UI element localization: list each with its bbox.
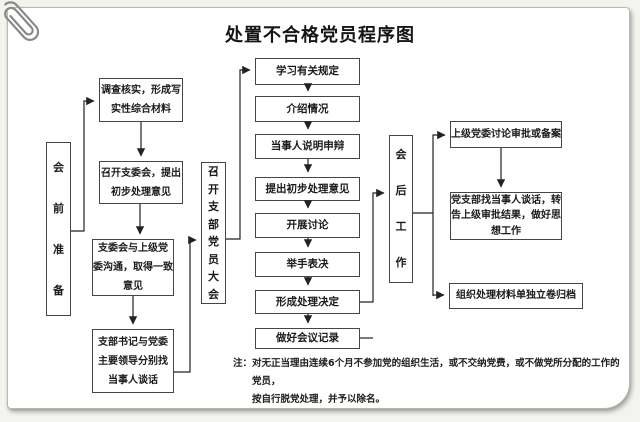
step-discussion: 开展讨论 (255, 213, 360, 238)
phase-post-meeting-label: 会后工作 (395, 148, 407, 269)
paperclip-icon (0, 0, 52, 54)
step-inform-result-talk: 党支部找当事人谈话，转 告上级审批结果，做好思 想工作 (450, 192, 562, 240)
step-form-decision: 形成处理决定 (255, 290, 360, 314)
phase-pre-meeting: 会前准备 (46, 142, 71, 316)
phase-branch-member-meeting: 召开支部党员大会 (201, 162, 226, 304)
footnote: 注：对无正当理由连续6个月不参加党的组织生活，或不交纳党费，或不做党所分配的工作… (233, 358, 620, 405)
step-meeting-minutes: 做好会议记录 (255, 328, 360, 349)
step-party-member-defense: 当事人说明申辩 (255, 134, 360, 159)
step-higher-committee-approval: 上级党委讨论审批或备案 (450, 121, 562, 148)
step-communicate-higher-committee: 支委会与上级党 委沟通，取得一致 意见 (92, 239, 174, 296)
step-study-regulations: 学习有关规定 (255, 58, 360, 85)
step-introduce-situation: 介绍情况 (255, 96, 360, 122)
step-investigate-verify: 调查核实，形成写 实性综合材料 (99, 78, 183, 122)
phase-post-meeting: 会后工作 (389, 135, 413, 283)
step-archive-materials: 组织处理材料单独立卷归档 (449, 283, 583, 309)
page-title: 处置不合格党员程序图 (225, 25, 415, 46)
step-vote-by-hands: 举手表决 (255, 252, 360, 277)
step-branch-committee-meeting: 召开支委会，提出 初步处理意见 (99, 161, 183, 204)
step-preliminary-opinion: 提出初步处理意见 (255, 177, 360, 201)
phase-branch-member-meeting-label: 召开支部党员大会 (208, 165, 219, 301)
phase-pre-meeting-label: 会前准备 (53, 161, 64, 297)
step-secretary-talks: 支部书记与党委 主要领导分别找 当事人谈话 (92, 329, 174, 393)
